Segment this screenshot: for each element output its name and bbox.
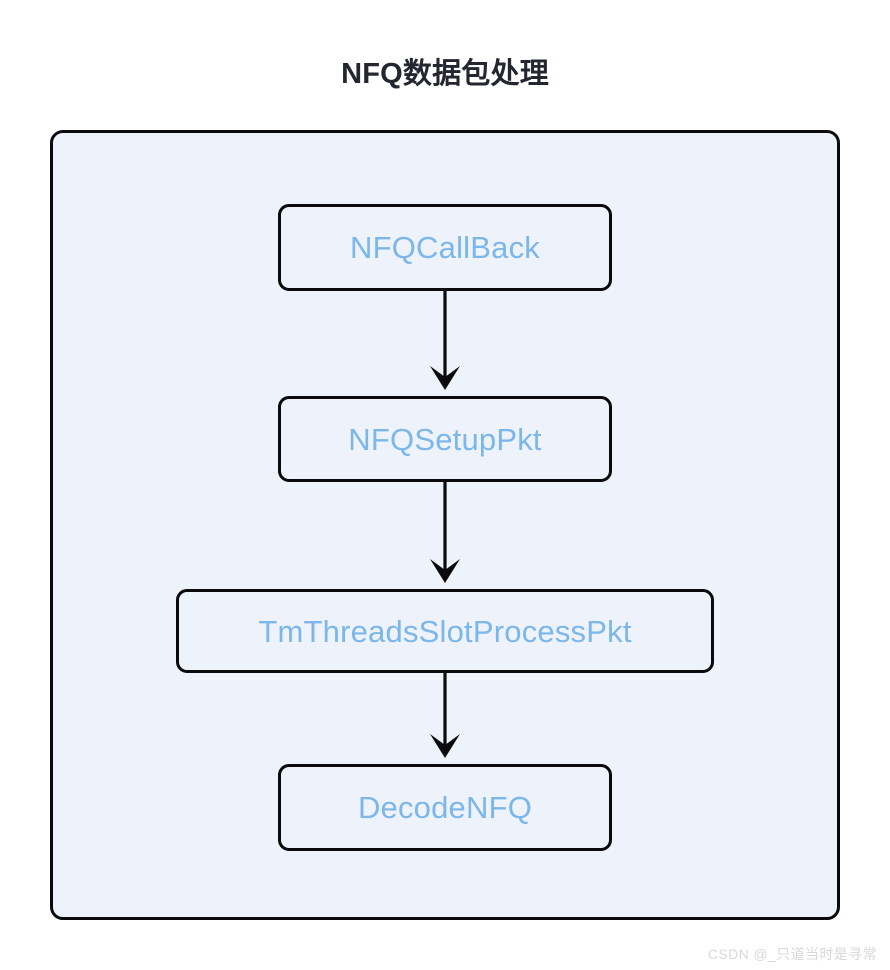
flow-node-tmthreadsslotprocesspkt[interactable]: TmThreadsSlotProcessPkt [176, 589, 714, 673]
flow-node-nfqcallback[interactable]: NFQCallBack [278, 204, 612, 291]
watermark: CSDN @_只道当时是寻常 [707, 946, 877, 962]
flow-node-decodenfq[interactable]: DecodeNFQ [278, 764, 612, 851]
flow-node-label: TmThreadsSlotProcessPkt [258, 613, 632, 649]
page-title: NFQ数据包处理 [341, 58, 549, 90]
flow-node-nfqsetuppkt[interactable]: NFQSetupPkt [278, 396, 612, 482]
flow-node-label: NFQCallBack [350, 230, 540, 265]
flow-node-label: NFQSetupPkt [348, 421, 542, 457]
flow-node-label: DecodeNFQ [357, 790, 533, 825]
